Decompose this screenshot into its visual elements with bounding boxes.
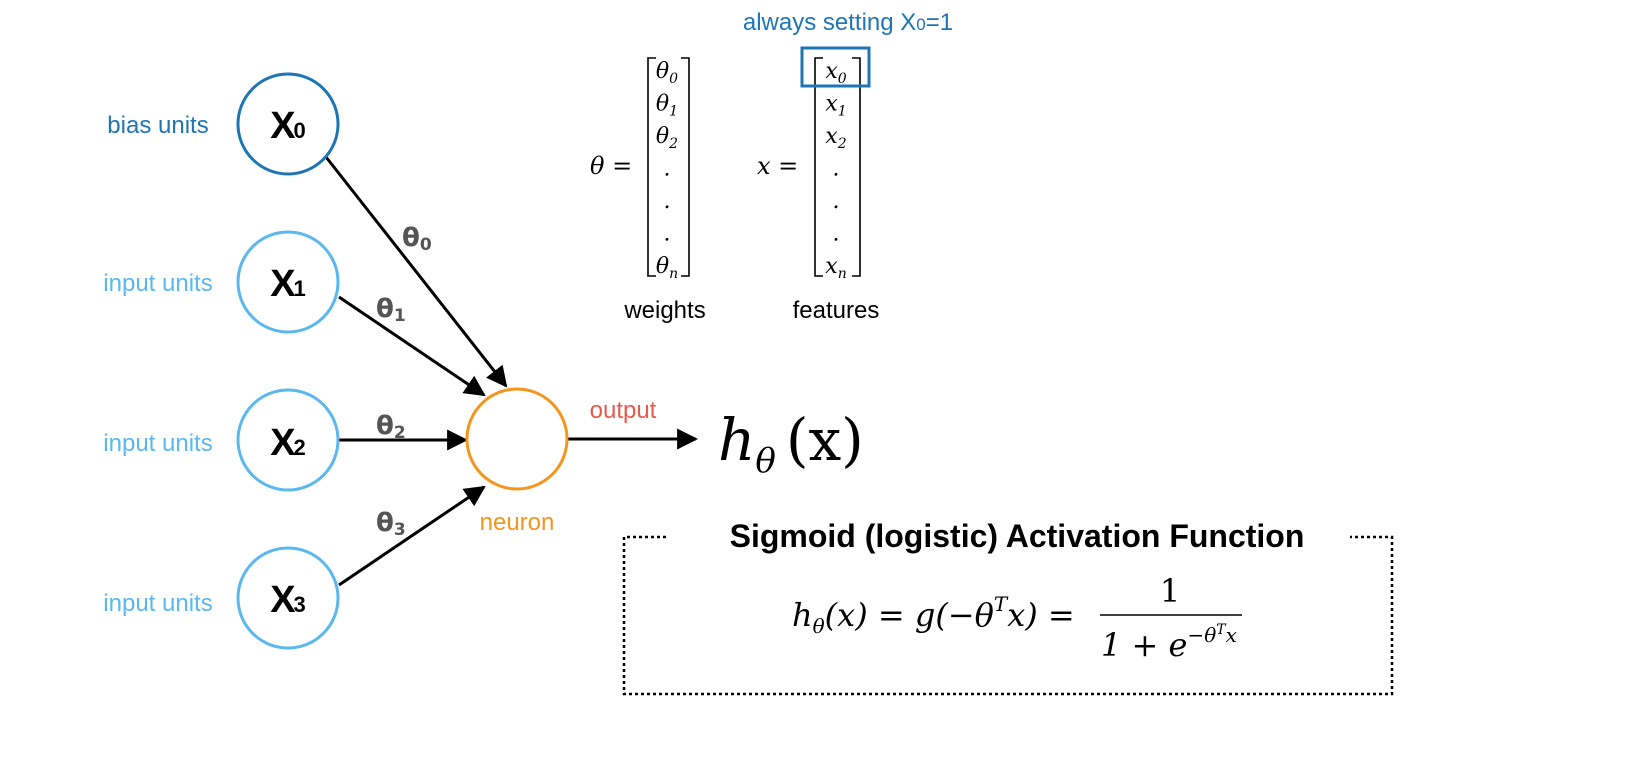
node-x2-sub: 2 <box>294 435 306 460</box>
edge-x3-neuron <box>338 485 486 587</box>
sigmoid-numerator: 1 <box>1160 572 1180 610</box>
x-vector-entry-5: . <box>833 222 840 247</box>
node-x1-base: X <box>270 263 296 305</box>
theta-vector-entry-6: θn <box>656 254 678 282</box>
x-vector-caption: features <box>793 297 880 324</box>
x-vector-entry-0: x0 <box>825 59 846 87</box>
theta-vector-entry-0: θ0 <box>656 59 678 87</box>
node-x2: X2 <box>236 388 340 492</box>
theta-vector: θ = θ0 θ1 θ2... θn weights <box>590 57 706 324</box>
node-x3-base: X <box>270 579 296 621</box>
sigmoid-box-border <box>622 535 1394 696</box>
theta-vector-entry-3: . <box>664 157 671 182</box>
x-vector-entry-1: x1 <box>825 92 846 120</box>
x-vector: x = x0 x1 x2... xn features <box>757 46 880 324</box>
sigmoid-title: Sigmoid (logistic) Activation Function <box>730 518 1305 554</box>
theta-vector-entry-5: . <box>664 222 671 247</box>
svg-text:X0: X0 <box>270 105 306 147</box>
node-x0-base: X <box>270 105 296 147</box>
theta-vector-left-bracket <box>647 57 656 277</box>
node-x0: X0 <box>236 72 340 176</box>
output-label: output <box>590 397 657 424</box>
svg-text:X1: X1 <box>270 263 306 305</box>
x-vector-entry-2: x2 <box>825 124 846 152</box>
neuron-label: neuron <box>480 509 555 536</box>
neuron-node <box>465 387 569 491</box>
theta-vector-entry-4: . <box>664 189 671 214</box>
x-vector-entries: x0 x1 x2... xn <box>825 59 846 282</box>
sigmoid-denominator: 1 + e−θTx <box>1101 622 1237 664</box>
hypothesis-output: hθ(x) <box>718 406 864 481</box>
edge-x0-neuron <box>324 156 508 388</box>
theta-vector-entry-2: θ2 <box>656 124 678 152</box>
bias-units-label: bias units <box>107 112 208 139</box>
svg-text:X2: X2 <box>270 422 306 464</box>
x-vector-left-bracket <box>814 57 823 277</box>
node-x2-base: X <box>270 422 296 464</box>
x-vector-lhs: x = <box>757 152 798 180</box>
sigmoid-box: Sigmoid (logistic) Activation Function h… <box>622 518 1394 696</box>
x-vector-entry-6: xn <box>825 254 846 282</box>
node-x3-sub: 3 <box>294 592 306 617</box>
node-x0-sub: 0 <box>294 118 306 143</box>
input-units-label-3: input units <box>103 590 212 617</box>
x-vector-right-bracket <box>852 57 861 277</box>
edge-x1-neuron <box>338 295 486 397</box>
theta-vector-lhs: θ = <box>590 152 632 180</box>
weight-label-1: θ1 <box>376 294 406 326</box>
theta-vector-right-bracket <box>681 57 690 277</box>
input-units-label-2: input units <box>103 430 212 457</box>
node-x1: X1 <box>236 230 340 334</box>
x-vector-entry-4: . <box>833 189 840 214</box>
svg-text:X3: X3 <box>270 579 306 621</box>
node-x1-sub: 1 <box>294 276 306 301</box>
x0-highlight-box <box>800 46 871 88</box>
bias-note: always setting X0=1 <box>743 9 953 36</box>
x-vector-entry-3: . <box>833 157 840 182</box>
node-x3: X3 <box>236 546 340 650</box>
theta-vector-caption: weights <box>623 297 705 324</box>
weight-label-0: θ0 <box>402 223 432 255</box>
input-units-label-1: input units <box>103 270 212 297</box>
theta-vector-entries: θ0 θ1 θ2... θn <box>656 59 678 282</box>
weight-label-3: θ3 <box>376 508 406 540</box>
theta-vector-entry-1: θ1 <box>656 92 678 120</box>
weight-label-2: θ2 <box>376 411 406 443</box>
sigmoid-lhs: hθ(x) = g(−θTx) = <box>792 592 1075 638</box>
